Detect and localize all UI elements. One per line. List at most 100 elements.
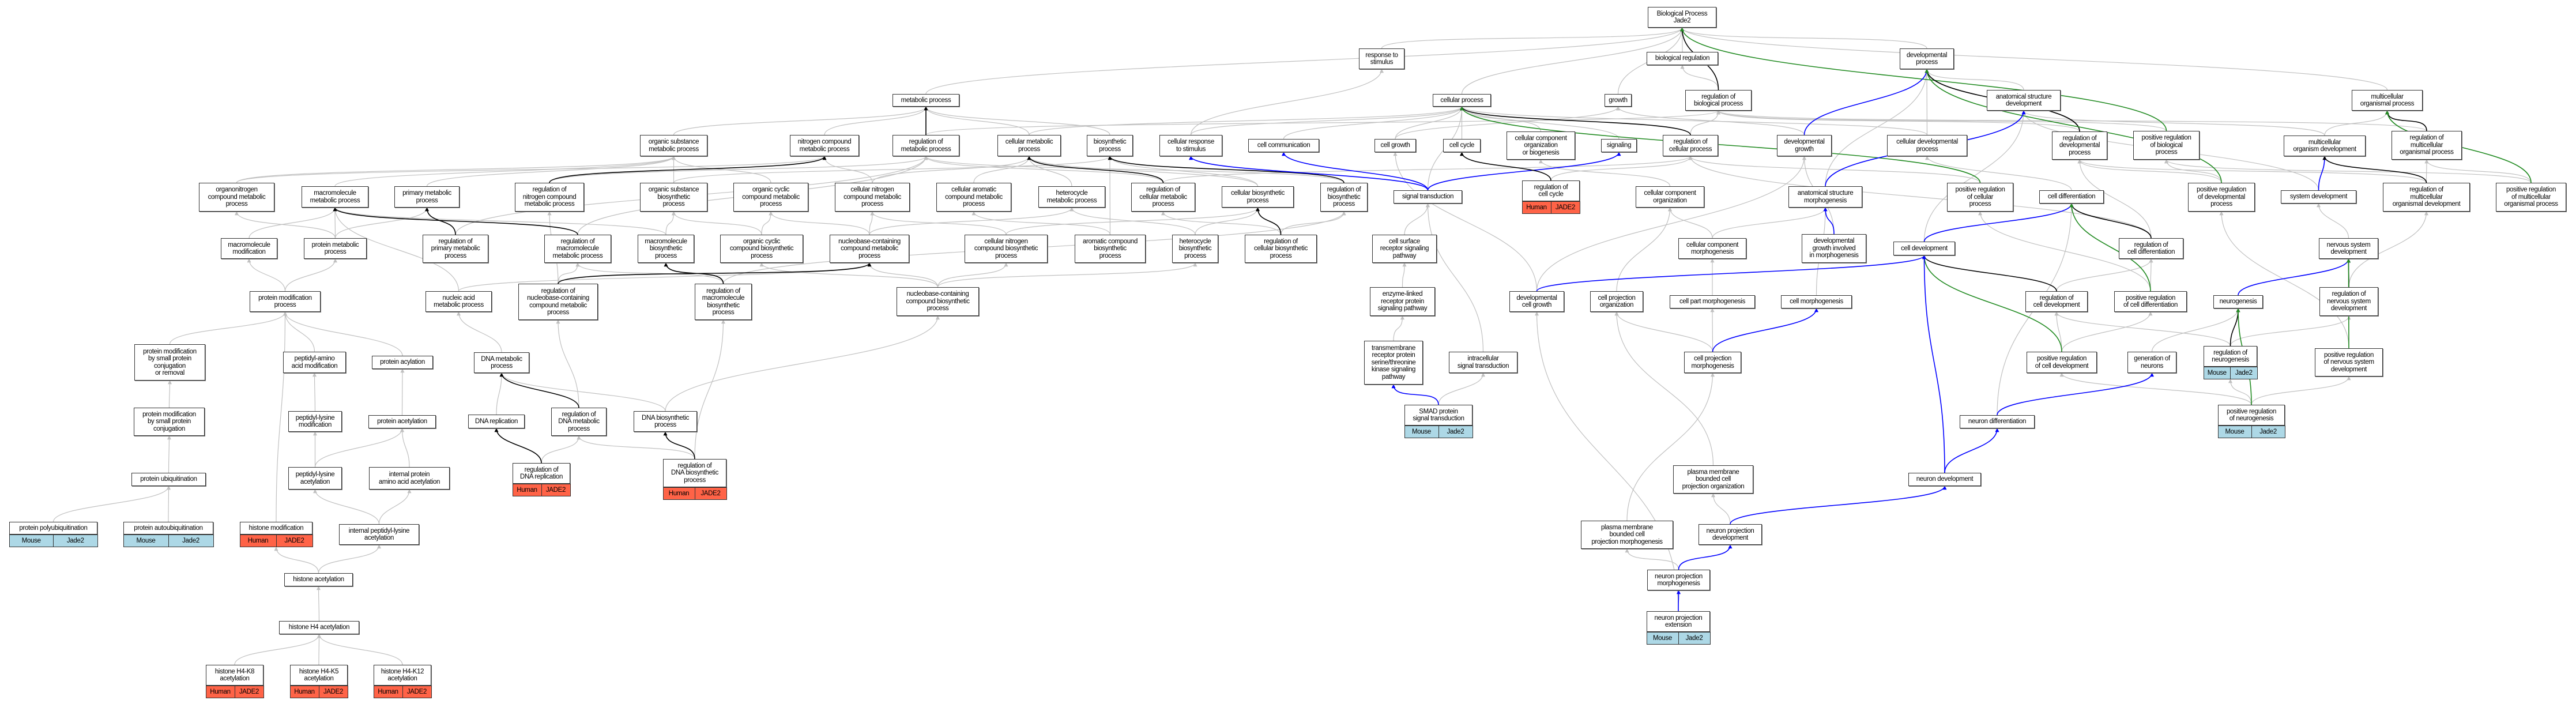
go-term-node[interactable]: peptidyl-lysine acetylation — [288, 467, 342, 490]
go-term-node[interactable]: regulation of macromolecule biosynthetic… — [695, 284, 752, 320]
go-term-node[interactable]: plasma membrane bounded cell projection … — [1581, 521, 1673, 549]
go-term-node[interactable]: positive regulation of multicellular org… — [2496, 183, 2566, 212]
go-term-node[interactable]: cell surface receptor signaling pathway — [1372, 235, 1437, 263]
go-term-node[interactable]: neurogenesis — [2213, 295, 2263, 308]
go-term-node[interactable]: regulation of multicellular organismal p… — [2392, 131, 2462, 160]
go-term-node[interactable]: developmental process — [1900, 48, 1954, 69]
go-term-node[interactable]: regulation of metabolic process — [892, 135, 959, 156]
go-term-node[interactable]: cell morphogenesis — [1781, 295, 1852, 308]
go-term-node[interactable]: cell projection morphogenesis — [1684, 352, 1741, 373]
go-term-node[interactable]: DNA replication — [468, 415, 525, 428]
go-term-node[interactable]: regulation of cell differentiation — [2119, 238, 2183, 259]
go-term-node[interactable]: transmembrane receptor protein serine/th… — [1364, 341, 1423, 385]
go-term-node[interactable]: enzyme-linked receptor protein signaling… — [1370, 287, 1435, 316]
go-term-node[interactable]: regulation of developmental process — [2052, 131, 2107, 160]
go-term-node[interactable]: regulation of cellular metabolic process — [1131, 183, 1195, 212]
go-term-node[interactable]: positive regulation of cell differentiat… — [2114, 291, 2187, 312]
go-term-node[interactable]: cellular component organization or bioge… — [1507, 131, 1575, 160]
root-term-node[interactable]: Biological Process Jade2 — [1648, 7, 1716, 28]
go-term-node[interactable]: organic substance metabolic process — [640, 135, 707, 156]
go-term-node[interactable]: cellular nitrogen compound metabolic pro… — [835, 183, 910, 212]
go-term-node[interactable]: regulation of cell development — [2025, 291, 2088, 312]
go-term-node[interactable]: regulation of nervous system development — [2319, 287, 2378, 316]
go-term-node[interactable]: metabolic process — [892, 94, 959, 107]
go-term-node[interactable]: cell development — [1893, 242, 1955, 255]
go-term-node[interactable]: plasma membrane bounded cell projection … — [1673, 465, 1753, 494]
go-term-node[interactable]: neuron development — [1908, 473, 1981, 486]
go-term-node[interactable]: cellular component organization — [1636, 186, 1704, 208]
go-term-node[interactable]: heterocycle biosynthetic process — [1172, 235, 1218, 263]
go-term-node[interactable]: positive regulation of cellular process — [1947, 183, 2013, 212]
go-term-node[interactable]: regulation of nucleobase-containing comp… — [518, 284, 598, 320]
go-term-node[interactable]: protein acetylation — [368, 415, 436, 428]
go-term-node[interactable]: regulation of nitrogen compound metaboli… — [515, 183, 584, 212]
go-term-node[interactable]: internal protein amino acid acetylation — [369, 467, 450, 490]
go-term-node[interactable]: neuron projection morphogenesis — [1647, 570, 1710, 590]
go-term-node[interactable]: protein metabolic process — [304, 238, 367, 259]
go-term-node[interactable]: regulation of cellular process — [1663, 135, 1718, 156]
go-term-node[interactable]: aromatic compound biosynthetic process — [1075, 235, 1146, 263]
go-term-node[interactable]: regulation of biosynthetic process — [1320, 183, 1368, 212]
go-term-node[interactable]: regulation of macromolecule metabolic pr… — [544, 235, 611, 263]
go-term-node[interactable]: cellular biosynthetic process — [1222, 186, 1294, 208]
go-term-node[interactable]: protein modification by small protein co… — [134, 408, 205, 436]
go-term-node[interactable]: nervous system development — [2319, 238, 2378, 259]
go-term-node[interactable]: positive regulation of biological proces… — [2133, 131, 2200, 160]
go-term-node[interactable]: response to stimulus — [1359, 48, 1404, 69]
go-term-node[interactable]: DNA biosynthetic process — [634, 411, 697, 432]
go-term-node[interactable]: regulation of biological process — [1685, 90, 1752, 111]
go-term-node[interactable]: generation of neurons — [2127, 352, 2176, 373]
go-term-node[interactable]: neuron projection development — [1698, 524, 1762, 545]
go-term-node[interactable]: cell cycle — [1443, 139, 1481, 152]
go-term-node[interactable]: protein modification process — [250, 291, 321, 312]
go-term-node[interactable]: cell communication — [1248, 139, 1319, 152]
go-term-node[interactable]: cellular response to stimulus — [1159, 135, 1222, 156]
go-term-node[interactable]: cellular developmental process — [1887, 135, 1967, 156]
go-term-node[interactable]: anatomical structure development — [1987, 90, 2061, 111]
go-term-node[interactable]: internal peptidyl-lysine acetylation — [339, 524, 419, 545]
go-term-node[interactable]: cellular process — [1433, 94, 1491, 107]
go-term-node[interactable]: positive regulation of cell development — [2027, 352, 2097, 373]
go-term-node[interactable]: cell projection organization — [1590, 291, 1643, 312]
go-term-node[interactable]: developmental growth — [1777, 135, 1832, 156]
go-term-node[interactable]: regulation of cellular biosynthetic proc… — [1245, 235, 1317, 263]
go-term-node[interactable]: nucleic acid metabolic process — [425, 291, 492, 312]
go-term-node[interactable]: protein modification by small protein co… — [134, 344, 205, 381]
go-term-node[interactable]: cell growth — [1374, 139, 1416, 152]
go-term-node[interactable]: peptidyl-amino acid modification — [283, 352, 346, 373]
go-term-node[interactable]: anatomical structure morphogenesis — [1788, 186, 1862, 208]
go-term-node[interactable]: biological regulation — [1647, 52, 1718, 65]
go-term-node[interactable]: protein ubiquitination — [131, 473, 206, 486]
go-term-node[interactable]: developmental growth involved in morphog… — [1802, 234, 1866, 263]
go-term-node[interactable]: signal transduction — [1394, 190, 1462, 204]
go-term-node[interactable]: macromolecule modification — [221, 238, 277, 259]
go-term-node[interactable]: regulation of multicellular organismal d… — [2383, 183, 2470, 212]
go-term-node[interactable]: signaling — [1601, 139, 1637, 152]
go-term-node[interactable]: histone H4 acetylation — [279, 621, 359, 634]
go-term-node[interactable]: neuron differentiation — [1960, 415, 2035, 428]
go-term-node[interactable]: heterocycle metabolic process — [1038, 186, 1105, 208]
go-term-node[interactable]: multicellular organism development — [2284, 135, 2366, 156]
go-term-node[interactable]: regulation of primary metabolic process — [423, 235, 488, 263]
go-term-node[interactable]: cellular metabolic process — [997, 135, 1061, 156]
go-term-node[interactable]: cell differentiation — [2039, 190, 2104, 204]
go-term-node[interactable]: developmental cell growth — [1509, 291, 1564, 312]
go-term-node[interactable]: macromolecule metabolic process — [302, 186, 368, 208]
go-term-node[interactable]: nucleobase-containing compound biosynthe… — [897, 287, 979, 316]
go-term-node[interactable]: histone acetylation — [284, 573, 353, 586]
go-term-node[interactable]: organic substance biosynthetic process — [640, 183, 707, 212]
go-term-node[interactable]: cell part morphogenesis — [1670, 295, 1755, 308]
go-term-node[interactable]: intracellular signal transduction — [1449, 352, 1517, 373]
go-term-node[interactable]: regulation of DNA metabolic process — [551, 408, 607, 436]
